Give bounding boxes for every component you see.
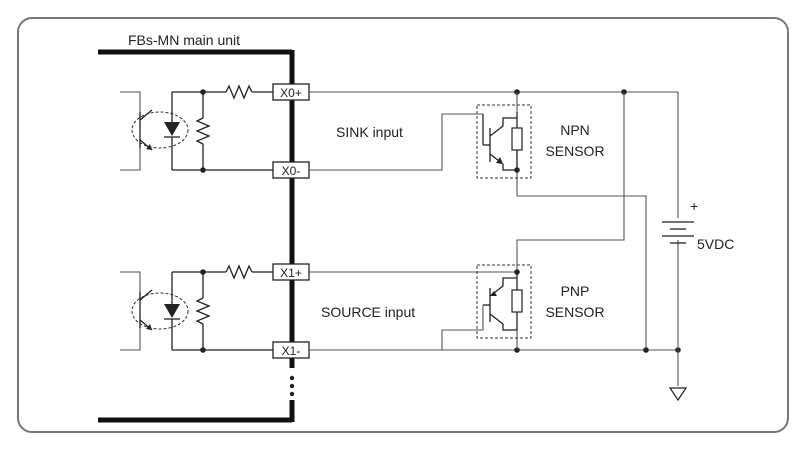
source-input-label: SOURCE input [321,304,415,320]
ground-symbol [668,387,688,402]
terminal-x0-minus-label: X0- [282,164,301,178]
terminal-x1-plus: X1+ [272,263,310,281]
main-unit-bus [98,49,295,423]
diagram-frame [17,17,789,433]
terminal-x0-plus-label: X0+ [280,86,302,100]
optocoupler-x0 [120,84,274,173]
pnp-label-line1: PNP [561,283,590,299]
npn-label-line2: SENSOR [545,143,604,159]
terminal-x0-plus: X0+ [272,83,310,101]
npn-label-line1: NPN [560,122,590,138]
terminal-x1-minus: X1- [272,341,310,359]
unit-label: FBs-MN main unit [128,32,240,48]
battery-symbol [662,218,694,244]
supply-voltage-label: 5VDC [697,236,734,252]
wiring [309,89,681,386]
sink-input-label: SINK input [336,124,403,140]
npn-sensor [476,104,532,179]
optocoupler-x1 [120,264,274,353]
supply-plus-sign: + [690,198,698,214]
pnp-label-line2: SENSOR [545,304,604,320]
terminal-x1-minus-label: X1- [282,344,301,358]
pnp-sensor [441,264,532,350]
terminal-x1-plus-label: X1+ [280,266,302,280]
terminal-x0-minus: X0- [272,161,310,179]
